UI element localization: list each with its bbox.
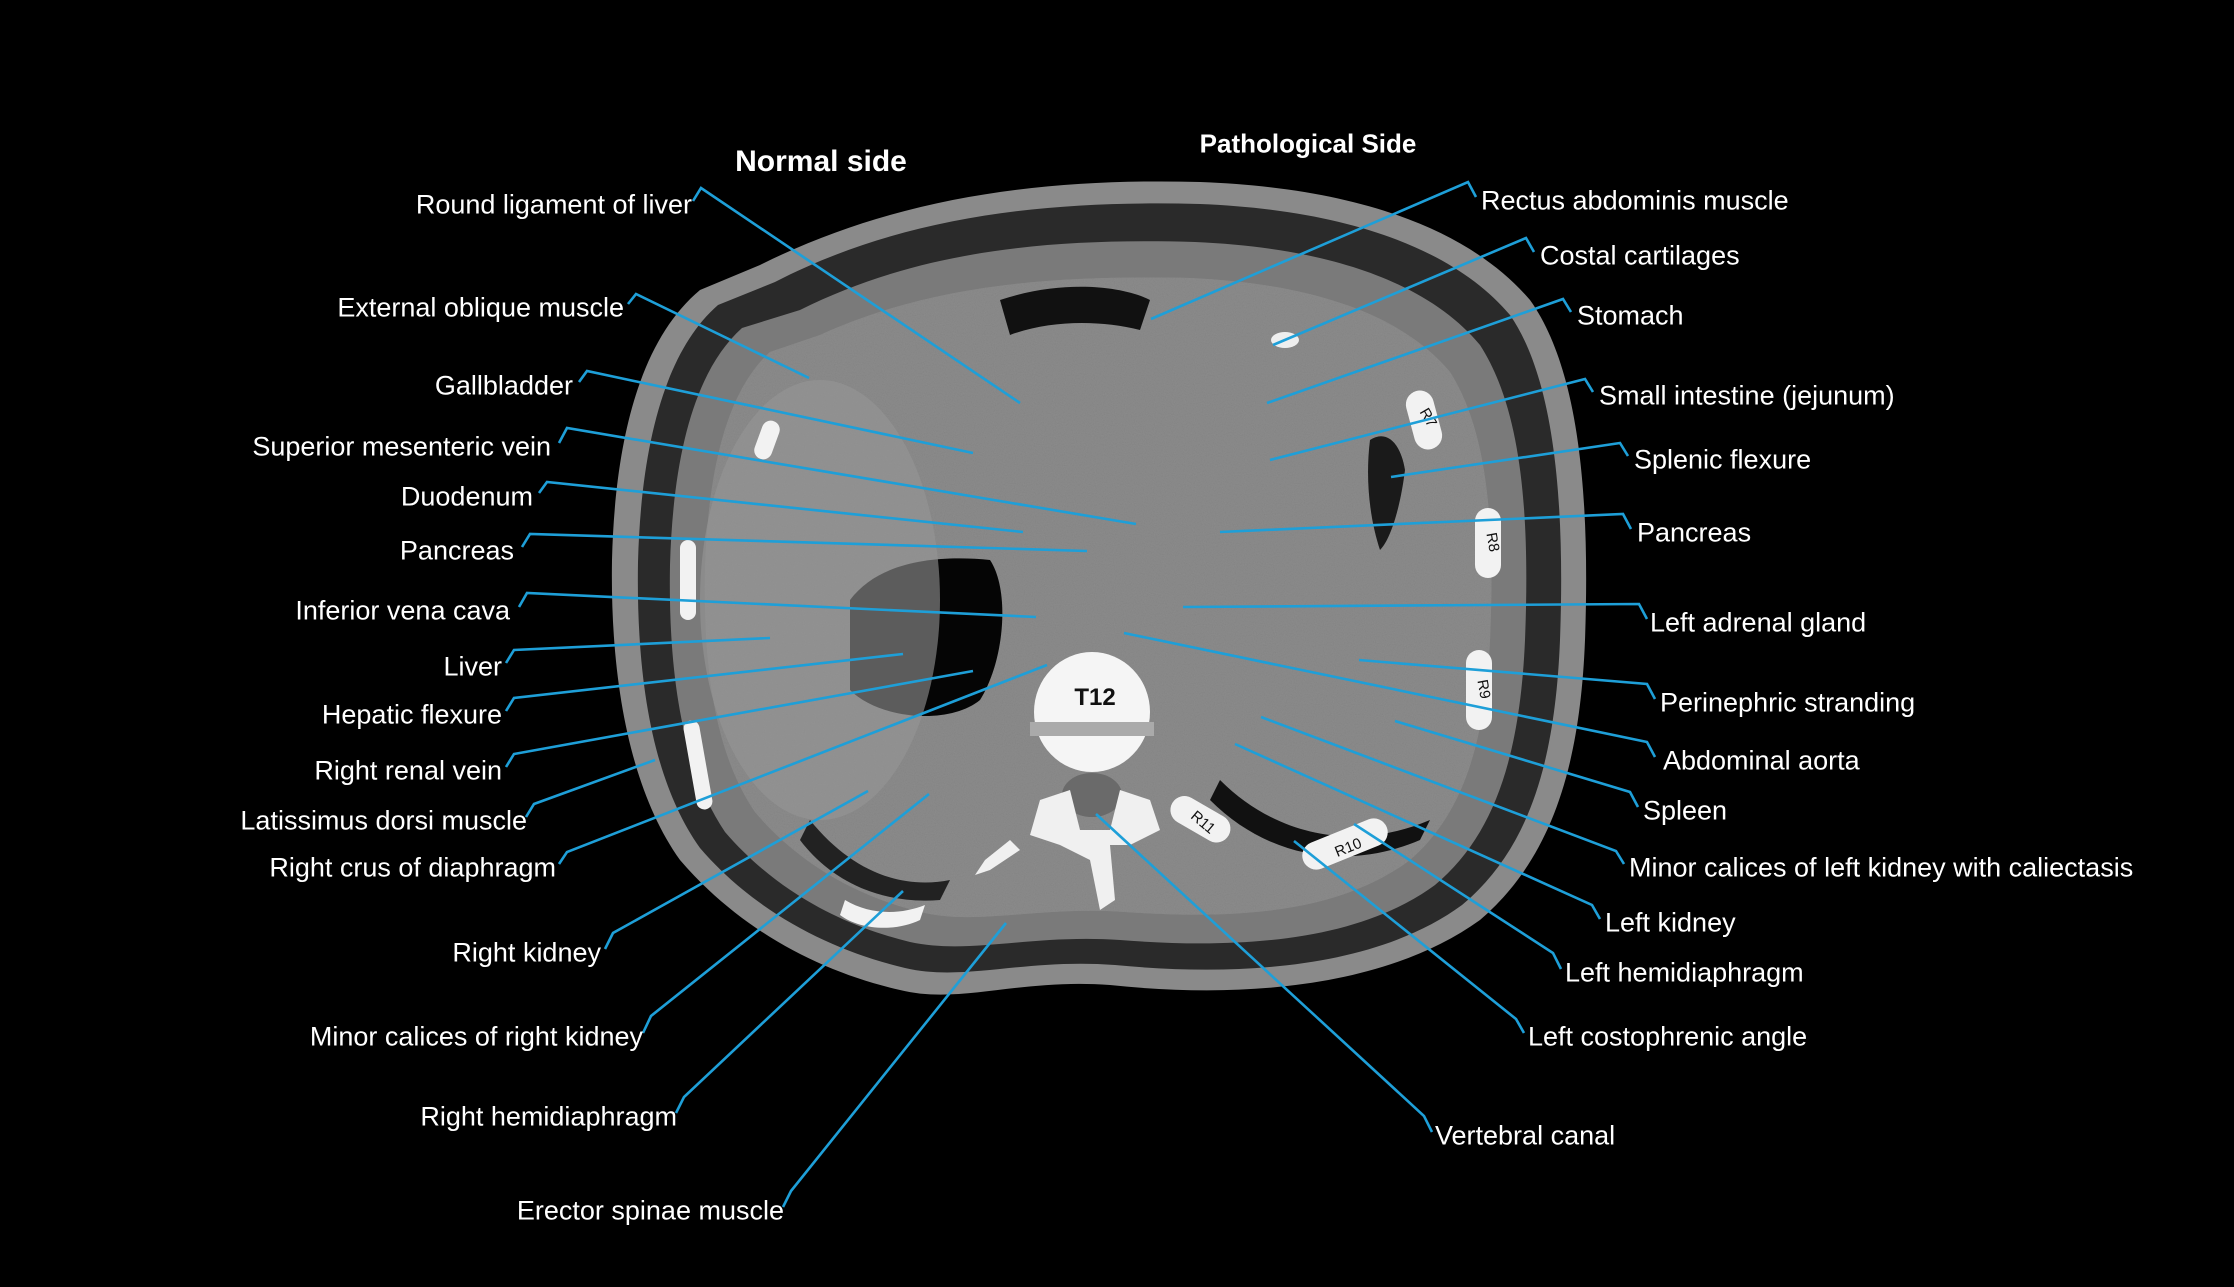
label-pancreas: Pancreas bbox=[1637, 517, 1752, 548]
label-left-hemidiaphragm: Left hemidiaphragm bbox=[1565, 957, 1804, 988]
label-costal-cartilages: Costal cartilages bbox=[1540, 240, 1740, 271]
label-minor-calices-of-left-kidney-with-caliectasis: Minor calices of left kidney with caliec… bbox=[1629, 852, 2134, 883]
label-right-hemidiaphragm: Right hemidiaphragm bbox=[420, 1101, 677, 1132]
normal-side-heading: Normal side bbox=[735, 145, 907, 178]
label-small-intestine-jejunum: Small intestine (jejunum) bbox=[1599, 380, 1895, 411]
label-right-renal-vein: Right renal vein bbox=[314, 755, 502, 786]
spinal-canal bbox=[1062, 773, 1122, 817]
label-splenic-flexure: Splenic flexure bbox=[1634, 444, 1812, 475]
rib-label-r8: R8 bbox=[1482, 531, 1502, 553]
rib-right-lateral bbox=[680, 540, 696, 620]
label-liver: Liver bbox=[443, 651, 502, 682]
label-gallbladder: Gallbladder bbox=[434, 370, 573, 401]
label-perinephric-stranding: Perinephric stranding bbox=[1660, 687, 1916, 718]
label-rectus-abdominis-muscle: Rectus abdominis muscle bbox=[1481, 185, 1789, 216]
label-abdominal-aorta: Abdominal aorta bbox=[1663, 745, 1860, 776]
label-superior-mesenteric-vein: Superior mesenteric vein bbox=[252, 431, 551, 462]
costal-cartilage bbox=[1271, 332, 1299, 348]
label-left-kidney: Left kidney bbox=[1605, 907, 1736, 938]
label-latissimus-dorsi-muscle: Latissimus dorsi muscle bbox=[240, 805, 527, 836]
vertebral-endplate bbox=[1030, 722, 1154, 736]
label-erector-spinae-muscle: Erector spinae muscle bbox=[516, 1195, 784, 1226]
label-left-costophrenic-angle: Left costophrenic angle bbox=[1528, 1021, 1808, 1052]
rib-label-r9: R9 bbox=[1473, 678, 1493, 700]
vertebral-body bbox=[1034, 652, 1150, 772]
label-stomach: Stomach bbox=[1577, 300, 1684, 331]
label-round-ligament-of-liver: Round ligament of liver bbox=[415, 189, 692, 220]
label-pancreas: Pancreas bbox=[399, 535, 514, 566]
vertebra-label: T12 bbox=[1074, 684, 1115, 711]
label-hepatic-flexure: Hepatic flexure bbox=[321, 699, 502, 730]
label-minor-calices-of-right-kidney: Minor calices of right kidney bbox=[309, 1021, 643, 1052]
label-right-crus-of-diaphragm: Right crus of diaphragm bbox=[269, 852, 556, 883]
liver-region bbox=[700, 380, 940, 820]
label-left-adrenal-gland: Left adrenal gland bbox=[1650, 607, 1867, 638]
bowel-gas-anterior bbox=[1000, 286, 1150, 335]
label-external-oblique-muscle: External oblique muscle bbox=[337, 292, 624, 323]
label-vertebral-canal: Vertebral canal bbox=[1435, 1120, 1616, 1151]
label-inferior-vena-cava: Inferior vena cava bbox=[295, 595, 510, 626]
label-right-kidney: Right kidney bbox=[452, 937, 601, 968]
label-duodenum: Duodenum bbox=[400, 481, 533, 512]
label-spleen: Spleen bbox=[1643, 795, 1728, 826]
pathological-side-heading: Pathological Side bbox=[1199, 128, 1417, 159]
